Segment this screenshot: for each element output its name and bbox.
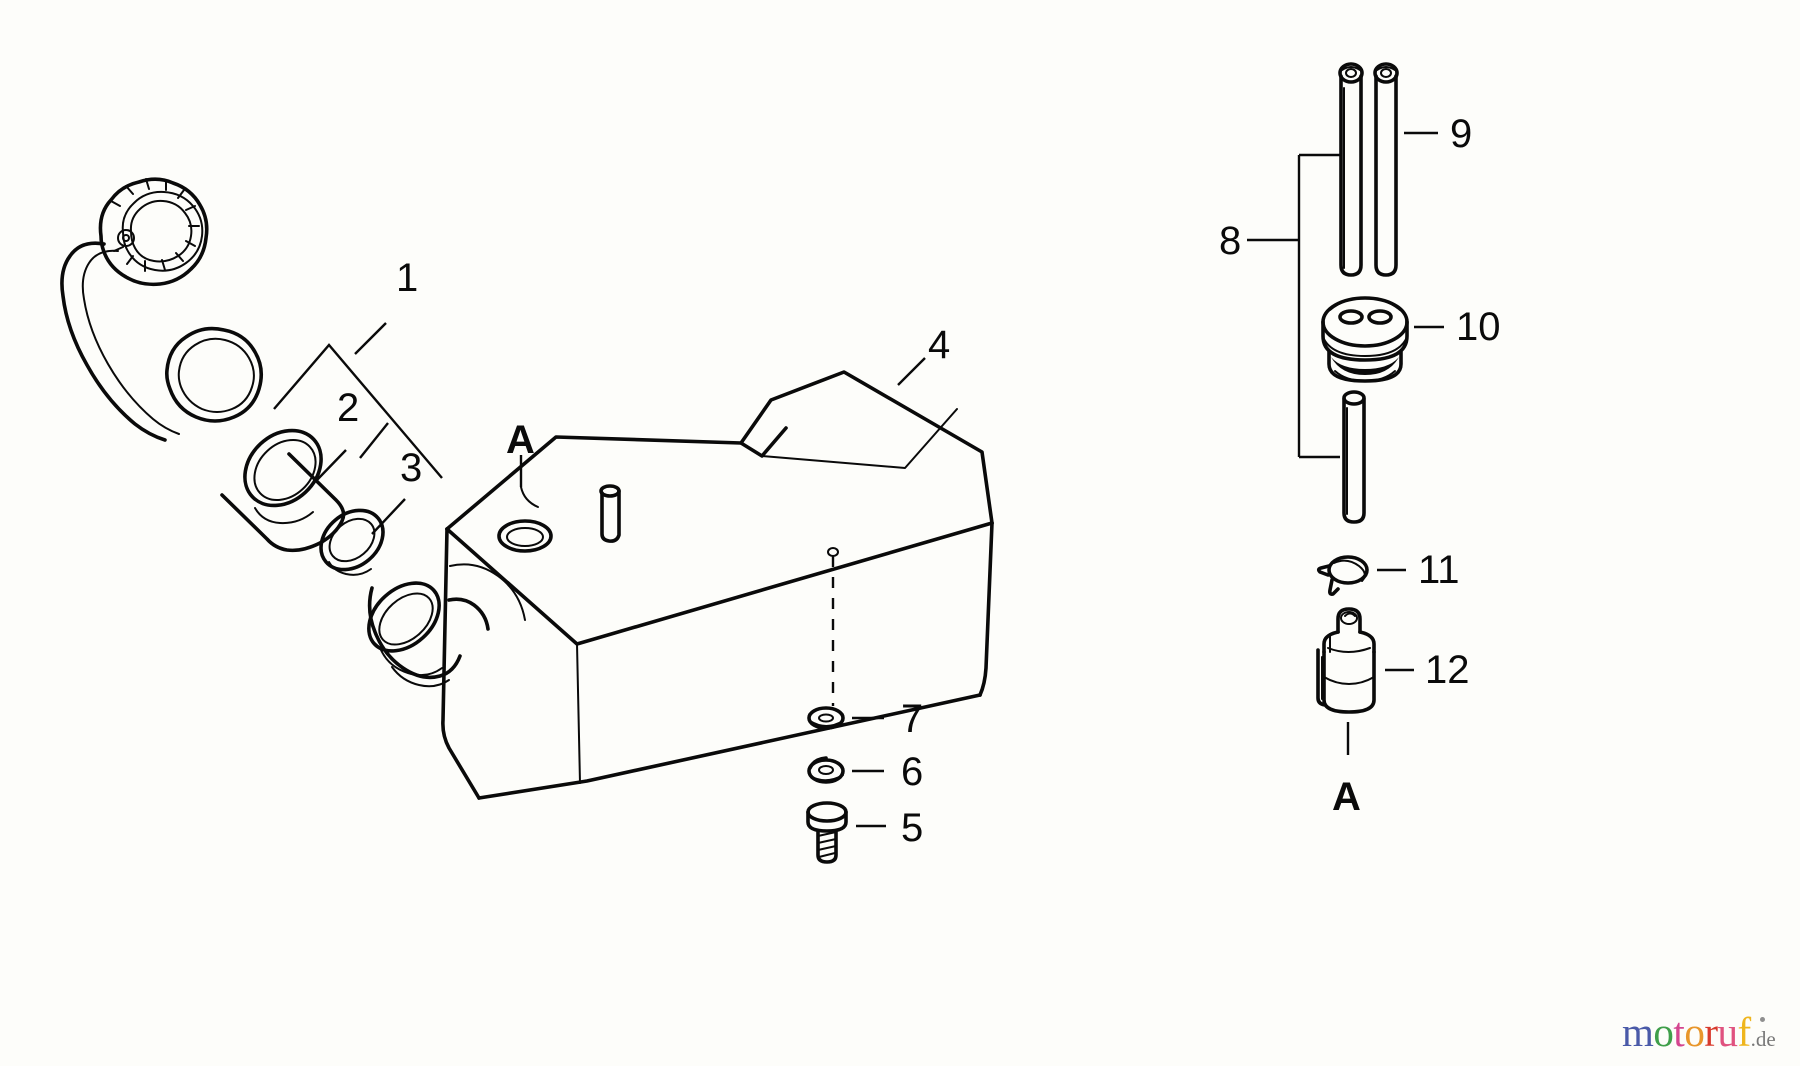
watermark-letter-u: u [1717, 1009, 1738, 1055]
part-fuel-filter [1316, 607, 1376, 714]
callout-label-2: 2 [337, 386, 360, 430]
watermark-letter-o1: o [1653, 1009, 1674, 1055]
callout-label-1: 1 [396, 256, 419, 300]
part-fuel-line-tube-right [1373, 62, 1399, 277]
watermark-letter-t: t [1673, 1009, 1685, 1055]
section-marker-a-filter: A [1332, 775, 1361, 819]
part-clamp [1316, 555, 1369, 596]
part-fuel-tank [367, 370, 994, 800]
part-grommet [1321, 296, 1409, 383]
callout-label-6: 6 [901, 750, 924, 794]
part-screw [806, 801, 848, 864]
part-lock-washer [807, 756, 845, 784]
watermark-suffix: .de [1750, 1027, 1776, 1051]
callout-label-7: 7 [901, 697, 924, 741]
callout-label-8: 8 [1219, 219, 1242, 263]
part-fuel-line-tube-left [1338, 62, 1364, 277]
callout-label-5: 5 [901, 806, 924, 850]
callout-label-9: 9 [1450, 112, 1473, 156]
callout-bracket-8 [1247, 153, 1340, 459]
callout-label-12: 12 [1425, 648, 1470, 692]
callout-label-4: 4 [928, 323, 951, 367]
callout-label-10: 10 [1456, 305, 1501, 349]
section-a-tank-hook [520, 486, 539, 508]
watermark-dot [1760, 1017, 1765, 1022]
watermark-letter-r: r [1704, 1009, 1718, 1055]
part-fuel-line-short [1342, 390, 1366, 524]
part-sealing-ring [319, 508, 385, 576]
part-flat-washer [807, 706, 845, 730]
leader-4 [897, 357, 926, 386]
watermark-letter-o2: o [1684, 1009, 1705, 1055]
callout-bracket-1 [273, 322, 443, 479]
watermark-letter-m: m [1622, 1009, 1654, 1055]
watermark-letter-f: f [1737, 1009, 1751, 1055]
part-fuel-cap-assembly [60, 177, 264, 442]
section-marker-a-tank: A [506, 418, 535, 462]
callout-label-11: 11 [1418, 548, 1460, 592]
callout-label-3: 3 [400, 446, 423, 490]
motoruf-watermark: motoruf.de [1622, 1012, 1776, 1053]
leader-3-stub [371, 498, 406, 535]
leader-2 [315, 449, 347, 482]
